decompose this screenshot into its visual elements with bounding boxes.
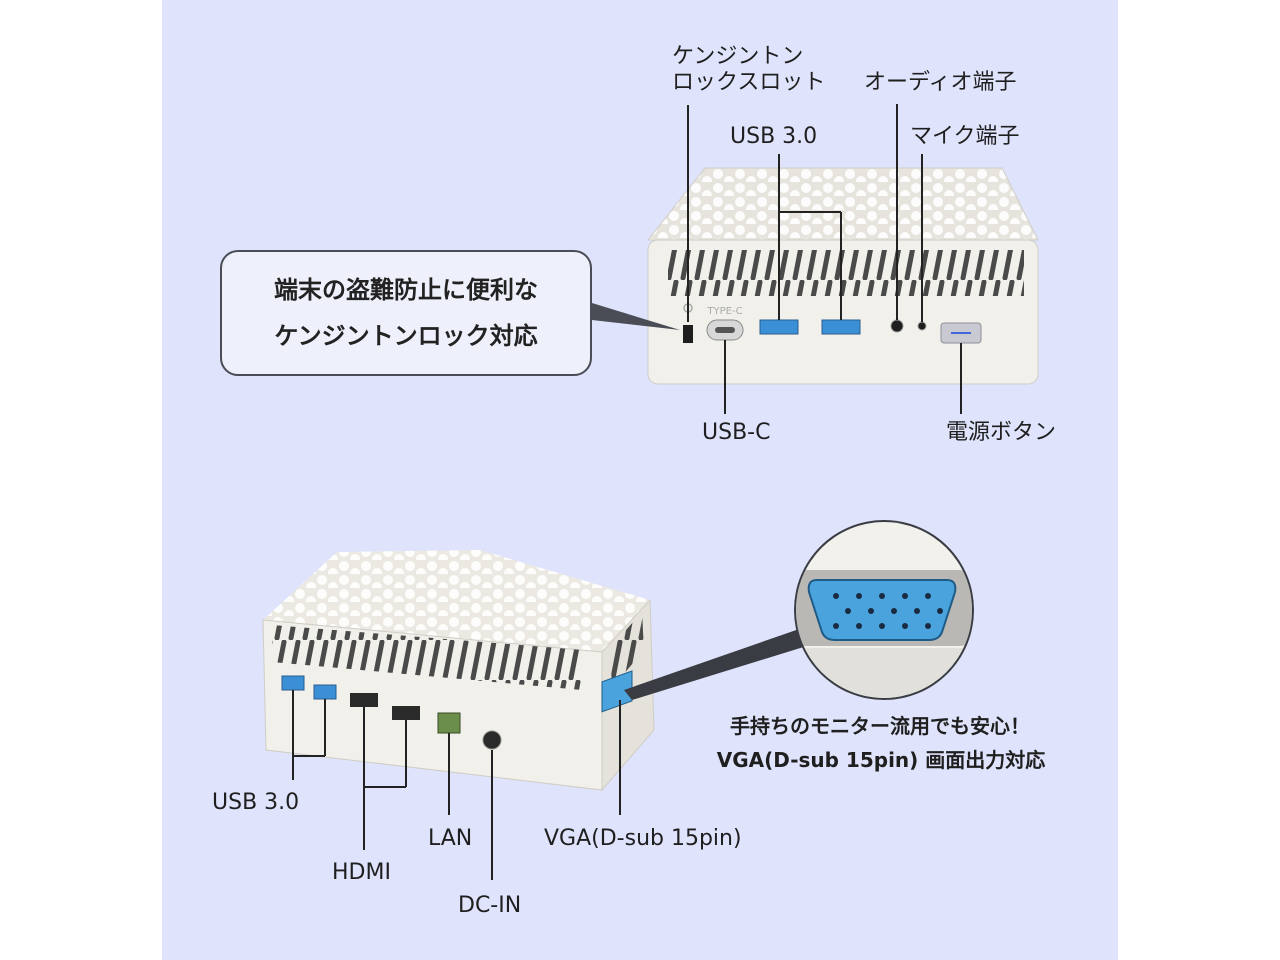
usb3-port-1 xyxy=(759,319,799,335)
bottom-device xyxy=(262,550,655,792)
hdmi-port-1 xyxy=(350,693,378,707)
label-mic: マイク端子 xyxy=(910,124,1020,149)
usb3-port-2 xyxy=(821,319,861,335)
hdmi-port-2 xyxy=(392,706,420,720)
label-kensington-slot: ケンジントン ロックスロット xyxy=(672,44,826,95)
callout-line-2: ケンジントンロック対応 xyxy=(274,322,538,350)
vga-port xyxy=(601,670,633,713)
label-hdmi: HDMI xyxy=(332,860,391,885)
label-dcin: DC-IN xyxy=(458,893,522,918)
product-illustration: TYPE-C xyxy=(262,104,1039,880)
top-device: TYPE-C xyxy=(646,167,1039,385)
audio-jack xyxy=(890,319,904,333)
vga-caption-line-2: VGA(D-sub 15pin) 画面出力対応 xyxy=(716,748,1046,772)
type-c-mark: TYPE-C xyxy=(706,306,742,317)
label-usbc: USB-C xyxy=(702,420,771,445)
label-vga: VGA(D-sub 15pin) xyxy=(544,826,742,851)
lan-port xyxy=(437,712,461,734)
dc-in-jack xyxy=(482,730,502,750)
kensington-callout: 端末の盗難防止に便利な ケンジントンロック対応 xyxy=(220,250,592,376)
usb3-port-3 xyxy=(281,675,305,691)
product-panel: TYPE-C xyxy=(162,0,1118,960)
bottom-leader-lines xyxy=(292,690,621,880)
kensington-slot xyxy=(683,325,693,343)
label-audio: オーディオ端子 xyxy=(864,70,1017,95)
label-lan: LAN xyxy=(428,826,473,851)
usb3-port-4 xyxy=(313,684,337,700)
callout-line-1: 端末の盗難防止に便利な xyxy=(274,276,538,304)
label-usb30-bottom: USB 3.0 xyxy=(212,790,300,815)
mic-jack xyxy=(917,321,927,331)
label-power: 電源ボタン xyxy=(946,420,1057,445)
top-leader-lines xyxy=(687,104,962,414)
vga-caption-line-1: 手持ちのモニター流用でも安心！ xyxy=(730,714,1030,738)
label-usb30-top: USB 3.0 xyxy=(730,124,818,149)
